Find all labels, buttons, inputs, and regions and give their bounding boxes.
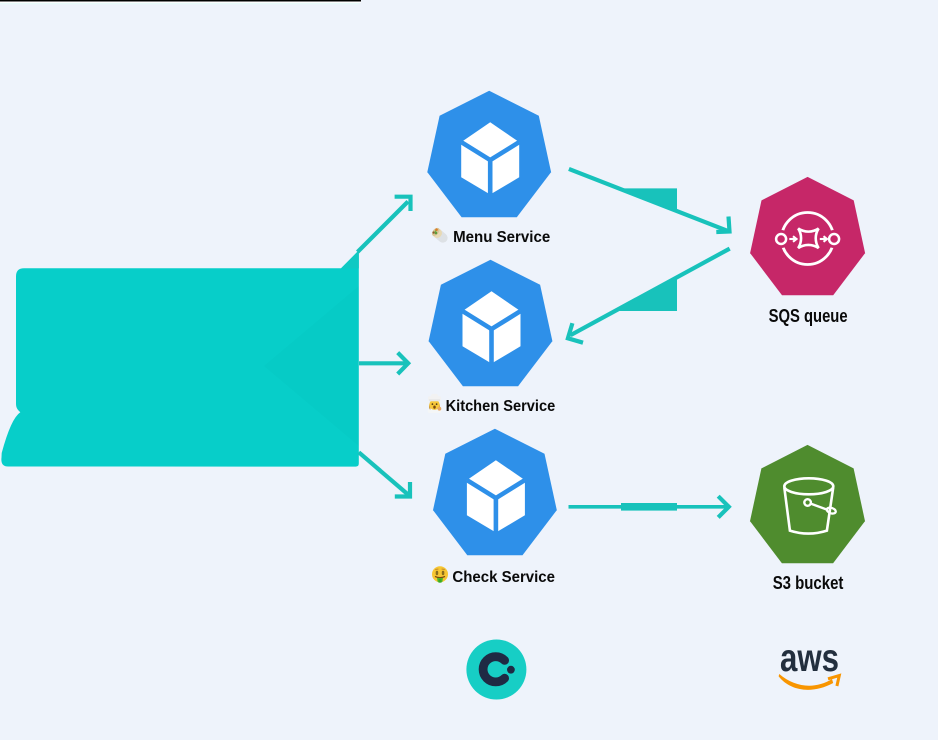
svg-text:aws: aws (780, 637, 839, 680)
svg-text:S3 bucket: S3 bucket (773, 573, 844, 593)
svg-text:Menu Service: Menu Service (453, 229, 550, 246)
svg-text:SQS queue: SQS queue (769, 306, 848, 326)
svg-text:Kitchen Service: Kitchen Service (446, 398, 556, 415)
svg-text:Check Service: Check Service (452, 569, 555, 586)
